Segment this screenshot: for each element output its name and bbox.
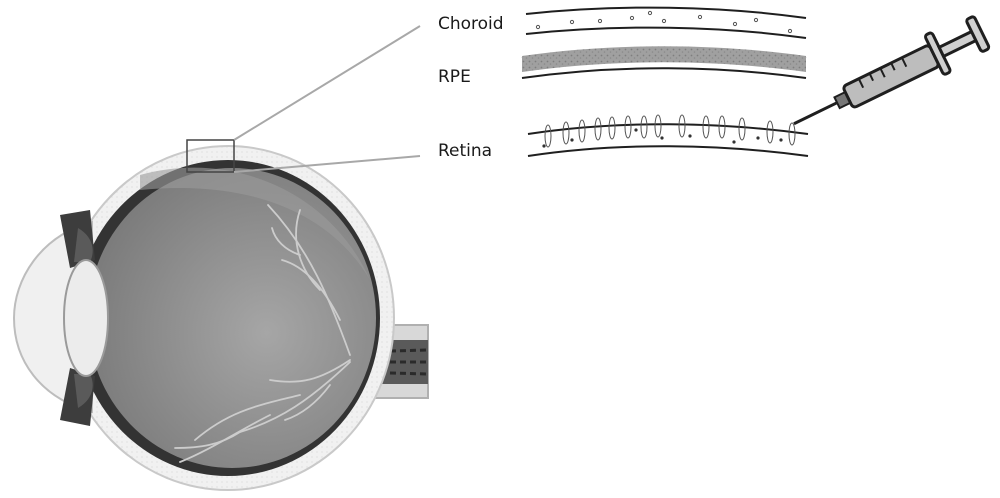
iris-lens	[60, 210, 109, 426]
retinal-vessels	[174, 204, 351, 463]
retina-strip	[527, 114, 809, 157]
zoom-lines	[233, 25, 421, 173]
choroid-label: Choroid	[438, 14, 504, 34]
rpe-strip	[521, 46, 807, 79]
retina-label: Retina	[438, 141, 493, 161]
rpe-label: RPE	[438, 67, 471, 87]
vitreous-body	[88, 168, 376, 468]
eye-cross-section	[12, 139, 429, 491]
lens	[63, 259, 109, 377]
choroid-strip	[525, 6, 807, 39]
syringe-icon	[793, 15, 991, 126]
zoom-region-box	[186, 139, 235, 173]
